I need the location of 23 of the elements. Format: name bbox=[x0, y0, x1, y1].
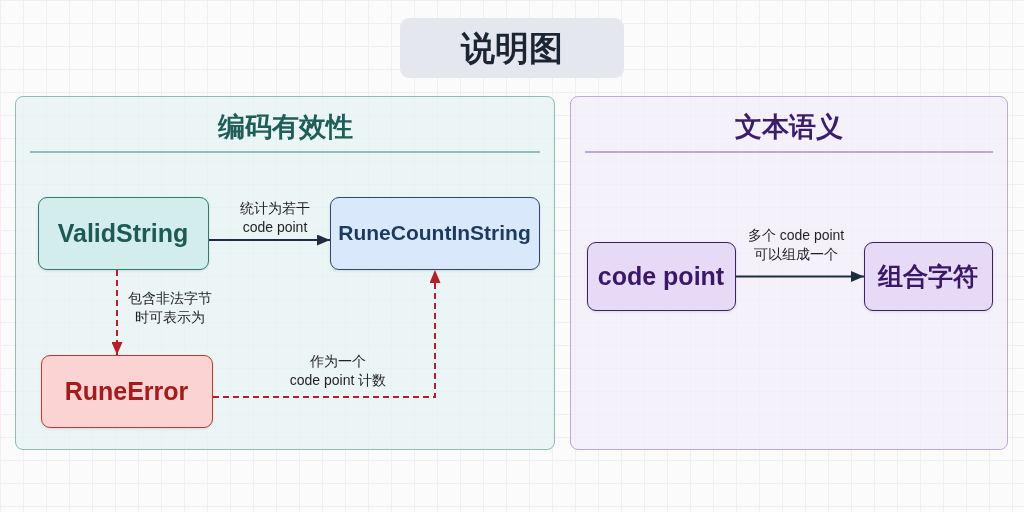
process-box bbox=[40, 354, 213, 428]
edge-label: 作为一个 code point 计数 bbox=[288, 352, 388, 390]
edge-label: 多个 code point 可以组成一个 bbox=[746, 226, 846, 264]
dashed-arrow bbox=[212, 269, 441, 398]
group-panel bbox=[570, 96, 1008, 450]
node-label: RuneError bbox=[64, 376, 189, 406]
panel-heading: 编码有效性 bbox=[217, 111, 353, 144]
node-label: RuneCountInString bbox=[338, 220, 531, 246]
arrow bbox=[735, 271, 865, 282]
edge-label: 包含非法字节时可表示为 bbox=[127, 289, 213, 327]
process-box bbox=[329, 196, 540, 270]
diagram-title: 说明图 bbox=[400, 18, 624, 78]
node-label: ValidString bbox=[57, 218, 189, 248]
node-label: 组合字符 bbox=[878, 261, 978, 291]
arrow bbox=[208, 234, 331, 246]
process-box bbox=[863, 241, 993, 311]
process-box bbox=[586, 241, 736, 311]
panel-heading: 文本语义 bbox=[735, 111, 843, 144]
dashed-arrow bbox=[111, 269, 123, 356]
node-label: code point bbox=[597, 261, 725, 291]
group-panel bbox=[15, 96, 555, 450]
process-box bbox=[37, 196, 209, 270]
edge-label: 统计为若干 code point bbox=[239, 199, 311, 237]
